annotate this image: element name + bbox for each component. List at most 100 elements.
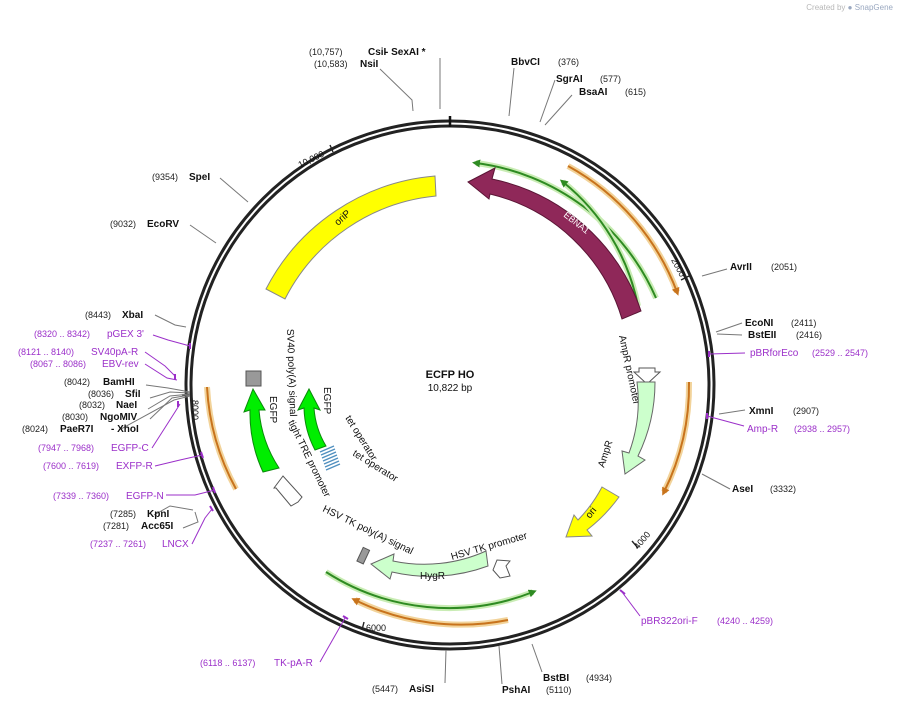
primer-markers <box>174 343 710 620</box>
enzyme-leader-lines <box>120 58 746 685</box>
credit-prefix: Created by <box>806 3 846 12</box>
feature-AmpR <box>621 381 656 475</box>
orf-green-2 <box>559 179 639 307</box>
tick-label-6000: 6000 <box>366 623 386 633</box>
primer-EBV-rev-pos: (8067 .. 8086) <box>30 359 86 369</box>
plasmid-name: ECFP HO <box>426 369 475 381</box>
feature-EGFP-1-label: EGFP <box>267 396 278 424</box>
primer-Amp-R-pos: (2938 .. 2957) <box>794 424 850 434</box>
orf-orange-1 <box>567 165 680 296</box>
enzyme-labels: (10,757) CsiI - SexAI * (10,583) NsiI Bb… <box>22 47 822 696</box>
feature-AmpR-label: AmpR <box>596 439 615 469</box>
orf-orange-halo-2 <box>661 381 693 494</box>
tick-label-8000: 8000 <box>190 400 200 420</box>
feature-SV40-polyA <box>245 370 262 387</box>
orf-orange-halo-4 <box>204 386 239 491</box>
feature-EBNA1 <box>467 167 642 320</box>
feature-HygR <box>370 550 489 580</box>
enzyme-XbaI-name: XbaI <box>122 310 143 321</box>
enzyme-BsaAI-name: BsaAI <box>579 87 608 98</box>
enzyme-PaeR7I-pos: (8024) <box>22 424 48 434</box>
enzyme-PaeR7I-name: PaeR7I <box>60 424 94 435</box>
enzyme-SpeI-pos: (9354) <box>152 172 178 182</box>
primer-SV40pA-R-name: SV40pA-R <box>91 347 138 358</box>
feature-HSV-TK-promoter <box>492 559 511 579</box>
enzyme-Acc65I-name: Acc65I <box>141 521 173 532</box>
enzyme-CsiI-name: CsiI <box>368 47 387 58</box>
enzyme-SpeI-name: SpeI <box>189 172 210 183</box>
enzyme-BamHI-name: BamHI <box>103 377 135 388</box>
enzyme-NsiI-name: NsiI <box>360 59 379 70</box>
primer-EXFP-R-pos: (7600 .. 7619) <box>43 461 99 471</box>
enzyme-BstBI-pos: (4934) <box>586 673 612 683</box>
orf-arcs <box>204 159 693 628</box>
enzyme-XhoI-name: - XhoI <box>111 424 139 435</box>
primer-pBRforEco-pos: (2529 .. 2547) <box>812 348 868 358</box>
enzyme-SgrAI-name: SgrAI <box>556 74 583 85</box>
enzyme-XmnI-name: XmnI <box>749 406 774 417</box>
enzyme-SfiI-pos: (8036) <box>88 389 114 399</box>
primer-LNCX-pos: (7237 .. 7261) <box>90 539 146 549</box>
orf-orange-2 <box>662 381 691 496</box>
feature-EGFP-1 <box>243 387 280 473</box>
primer-EGFP-C-name: EGFP-C <box>111 443 149 454</box>
primer-pGEX3-name: pGEX 3' <box>107 329 144 340</box>
primer-EGFP-C-pos: (7947 .. 7968) <box>38 443 94 453</box>
primer-TK-pA-R-name: TK-pA-R <box>274 658 313 669</box>
enzyme-SgrAI-pos: (577) <box>600 74 621 84</box>
primer-pGEX3-pos: (8320 .. 8342) <box>34 329 90 339</box>
feature-EGFP-2 <box>296 387 327 451</box>
enzyme-AsiSI-pos: (5447) <box>372 684 398 694</box>
enzyme-PshAI-name: PshAI <box>502 685 531 696</box>
primer-SV40pA-R-pos: (8121 .. 8140) <box>18 347 74 357</box>
enzyme-AvrII-pos: (2051) <box>771 262 797 272</box>
enzyme-SexAI-name: - SexAI * <box>385 47 426 58</box>
primer-EGFP-N-name: EGFP-N <box>126 491 164 502</box>
enzyme-CsiI-pos: (10,757) <box>309 47 343 57</box>
primer-pBRforEco-name: pBRforEco <box>750 348 799 359</box>
enzyme-XbaI-pos: (8443) <box>85 310 111 320</box>
feature-oriP <box>265 175 437 300</box>
enzyme-AvrII-name: AvrII <box>730 262 752 273</box>
feature-HygR-label: HygR <box>420 571 445 582</box>
feature-AmpR-promoter <box>632 367 662 385</box>
feature-tight-TRE-promoter <box>273 475 303 507</box>
enzyme-NgoMIV-pos: (8030) <box>62 412 88 422</box>
enzyme-KpnI-pos: (7285) <box>110 509 136 519</box>
primer-pBR322ori-F-pos: (4240 .. 4259) <box>717 616 773 626</box>
orf-green-3 <box>325 571 537 610</box>
primer-LNCX-name: LNCX <box>162 539 189 550</box>
enzyme-BstEII-pos: (2416) <box>796 330 822 340</box>
enzyme-BbvCI-name: BbvCI <box>511 57 540 68</box>
feature-ori <box>565 486 620 538</box>
feature-HSV-TK-polyA <box>356 546 371 565</box>
primer-leader-lines <box>144 334 746 663</box>
enzyme-XmnI-pos: (2907) <box>793 406 819 416</box>
enzyme-BstEII-name: BstEII <box>748 330 777 341</box>
snapgene-credit: Created by ● SnapGene <box>806 3 893 12</box>
enzyme-BsaAI-pos: (615) <box>625 87 646 97</box>
primer-Amp-R-name: Amp-R <box>747 424 778 435</box>
enzyme-NgoMIV-name: NgoMIV <box>100 412 138 423</box>
enzyme-Acc65I-pos: (7281) <box>103 521 129 531</box>
enzyme-NaeI-pos: (8032) <box>79 400 105 410</box>
credit-brand: SnapGene <box>854 3 893 12</box>
enzyme-NaeI-name: NaeI <box>116 400 137 411</box>
enzyme-EcoRV-name: EcoRV <box>147 219 179 230</box>
enzyme-PshAI-pos: (5110) <box>546 685 571 695</box>
primer-EXFP-R-name: EXFP-R <box>116 461 153 472</box>
orf-orange-4 <box>206 386 237 490</box>
plasmid-length: 10,822 bp <box>428 383 473 394</box>
enzyme-AseI-pos: (3332) <box>770 484 796 494</box>
enzyme-EcoRV-pos: (9032) <box>110 219 136 229</box>
feature-SV40-polyA-label: SV40 poly(A) signal <box>284 329 298 417</box>
feature-EGFP-2-label: EGFP <box>321 387 332 415</box>
orf-green-1 <box>472 159 657 299</box>
enzyme-EcoNI-pos: (2411) <box>791 318 816 328</box>
primer-labels: pBRforEco (2529 .. 2547) Amp-R (2938 .. … <box>18 329 868 669</box>
snapgene-logo: ● <box>847 3 853 12</box>
enzyme-SfiI-name: SfiI <box>125 389 141 400</box>
enzyme-BamHI-pos: (8042) <box>64 377 90 387</box>
enzyme-EcoNI-name: EcoNI <box>745 318 774 329</box>
